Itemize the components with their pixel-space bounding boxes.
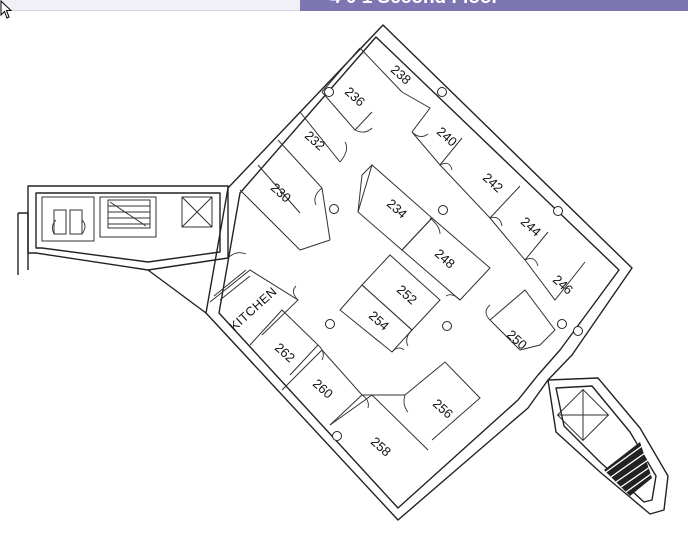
mouse-pointer-icon <box>0 0 13 19</box>
door-swings <box>227 127 539 413</box>
elevator-icon <box>181 196 213 228</box>
stairs-icon <box>107 199 151 229</box>
room-label: 232 <box>302 128 328 154</box>
room-label: 234 <box>384 196 410 222</box>
stairs-icon <box>604 442 652 496</box>
room-label: 236 <box>342 84 368 110</box>
header-left-strip <box>0 0 300 11</box>
elevator-icon <box>556 388 610 442</box>
room-label: 238 <box>388 62 414 88</box>
room-label: 254 <box>366 308 392 334</box>
kitchen-counter <box>213 269 251 301</box>
room-labels: 238 236 240 232 242 230 234 244 248 246 … <box>227 62 576 460</box>
room-label: 256 <box>430 396 456 422</box>
floor-title: 4 0 1 Second Floor <box>330 0 499 9</box>
interior-walls <box>209 47 586 451</box>
room-label: 246 <box>550 272 576 298</box>
header-bar: 4 0 1 Second Floor <box>300 0 688 11</box>
room-label: 244 <box>518 214 544 240</box>
room-label: 248 <box>432 246 458 272</box>
columns <box>324 87 583 441</box>
room-label: 242 <box>480 170 506 196</box>
left-core <box>41 196 157 242</box>
room-label: 262 <box>272 340 298 366</box>
room-label: 260 <box>310 376 336 402</box>
room-label: 258 <box>368 434 394 460</box>
room-label: 252 <box>394 282 420 308</box>
outer-walls <box>17 24 669 521</box>
kitchen-label: KITCHEN <box>227 284 280 333</box>
